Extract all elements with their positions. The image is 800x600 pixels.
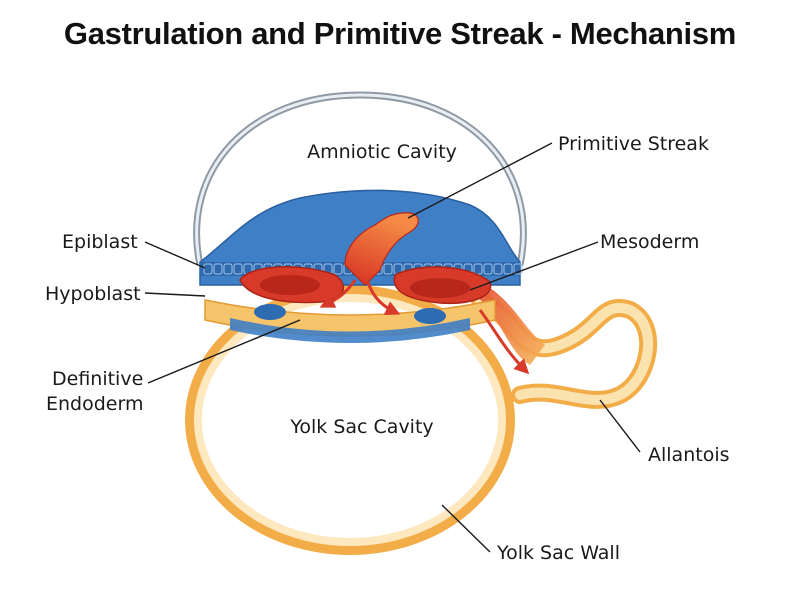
epiblast-cell (203, 263, 213, 275)
hypoblast-leader (144, 292, 206, 297)
label-hypoblast: Hypoblast (45, 283, 141, 305)
yolk-sac (185, 285, 515, 555)
mesoderm-layer (239, 266, 492, 305)
epiblast-cell (383, 263, 393, 275)
epiblast-leader (144, 241, 206, 269)
epiblast-cell (333, 263, 343, 275)
label-endoderm: Endoderm (46, 393, 143, 415)
label-epiblast: Epiblast (62, 231, 138, 253)
mesoderm-leader (469, 241, 599, 291)
label-mesoderm: Mesoderm (600, 231, 699, 253)
epiblast-cell (213, 263, 223, 275)
epiblast-cell (503, 263, 513, 275)
endoderm-leader (147, 319, 301, 384)
label-primitive-streak: Primitive Streak (558, 133, 709, 155)
leader-lines (144, 142, 641, 553)
primitive-streak-leader (407, 142, 553, 219)
migration-arrows (319, 279, 530, 375)
label-amniotic-cavity: Amniotic Cavity (307, 141, 457, 163)
allantois-leader (599, 399, 641, 453)
label-allantois: Allantois (648, 444, 730, 466)
epiblast-cell (513, 263, 523, 275)
epiblast-cell (233, 263, 243, 275)
label-yolk-sac-cavity: Yolk Sac Cavity (289, 416, 433, 438)
epiblast-cell (483, 263, 493, 275)
definitive-endoderm-band (204, 299, 496, 343)
label-definitive: Definitive (52, 368, 143, 390)
label-yolk-sac-wall: Yolk Sac Wall (496, 542, 620, 564)
epiblast-cell (223, 263, 233, 275)
labels: Amniotic Cavity Primitive Streak Epiblas… (45, 133, 730, 564)
diagram-title: Gastrulation and Primitive Streak - Mech… (63, 16, 737, 51)
yolk-sac-wall-leader (441, 504, 491, 553)
epiblast-cell (493, 263, 503, 275)
primitive-streak (344, 212, 419, 286)
